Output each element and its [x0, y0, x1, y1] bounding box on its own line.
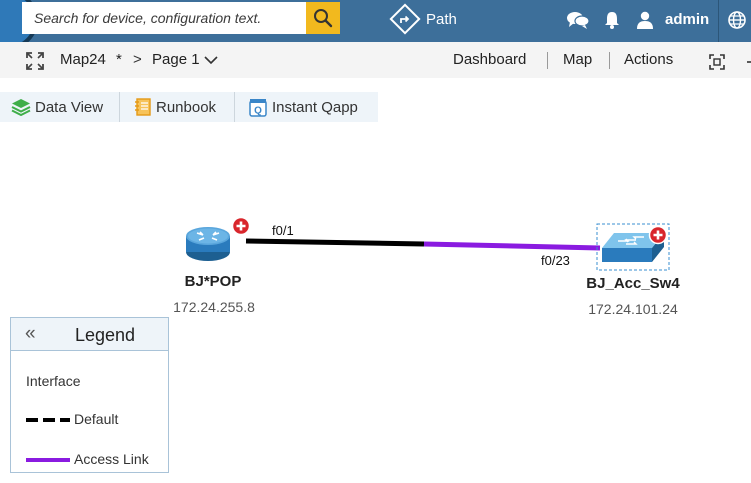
legend-label-access-link: Access Link	[74, 451, 149, 467]
device-ip-router: 172.24.255.8	[173, 299, 255, 315]
expand-icon[interactable]	[26, 52, 44, 70]
user-icon[interactable]	[634, 8, 656, 32]
legend-collapse-button[interactable]: «	[25, 323, 36, 344]
legend-title: Legend	[75, 325, 136, 345]
legend-label-default: Default	[74, 411, 119, 427]
device-name-router[interactable]: BJ*POP	[184, 273, 242, 290]
breadcrumb-page[interactable]: Page 1	[152, 51, 200, 68]
legend-section-title: Interface	[26, 373, 81, 389]
link-access-segment[interactable]	[423, 241, 601, 251]
path-label: Path	[426, 10, 457, 28]
top-bar: Path admin	[0, 0, 751, 50]
tab-label: Instant Qapp	[272, 98, 358, 116]
menu-dashboard[interactable]: Dashboard	[453, 51, 527, 68]
layers-icon	[11, 99, 31, 116]
legend-header: « Legend	[11, 318, 168, 351]
switch-alert-badge[interactable]	[648, 225, 668, 245]
router-alert-badge[interactable]	[231, 216, 251, 236]
breadcrumb-map[interactable]: Map24 *	[60, 51, 122, 68]
device-name-switch[interactable]: BJ_Acc_Sw4	[586, 275, 680, 292]
search-input[interactable]	[22, 2, 306, 34]
tab-divider	[234, 92, 235, 122]
fit-view-icon[interactable]	[709, 54, 725, 70]
chat-icon[interactable]	[565, 8, 591, 32]
search-icon	[314, 9, 333, 28]
tab-label: Data View	[35, 98, 104, 116]
legend-swatch-default	[26, 418, 70, 422]
overflow-arrow-icon[interactable]	[744, 54, 751, 70]
link-default-segment[interactable]	[245, 238, 425, 247]
menu-map[interactable]: Map	[563, 51, 593, 68]
search-box	[22, 2, 306, 34]
tab-instant-qapp[interactable]: Q Instant Qapp	[249, 92, 358, 122]
tab-divider	[119, 92, 120, 122]
qapp-icon: Q	[249, 98, 267, 117]
breadcrumb-separator: >	[133, 51, 142, 68]
path-icon	[389, 3, 421, 35]
svg-text:Q: Q	[254, 105, 262, 116]
search-button[interactable]	[306, 2, 340, 34]
interface-label-target[interactable]: f0/23	[541, 253, 570, 268]
legend-swatch-access-link	[26, 458, 70, 462]
map-name: Map24	[60, 51, 106, 68]
menu-divider	[609, 52, 610, 69]
tab-label: Runbook	[156, 98, 217, 116]
interface-label-source[interactable]: f0/1	[272, 223, 294, 238]
path-button[interactable]: Path	[389, 3, 457, 35]
bell-icon[interactable]	[602, 8, 622, 32]
chevron-down-icon[interactable]	[204, 54, 218, 66]
topbar-divider	[718, 0, 719, 42]
legend-panel: « Legend Interface Default Access Link	[10, 317, 169, 473]
globe-icon[interactable]	[726, 8, 748, 32]
book-icon	[135, 98, 151, 116]
map-toolbar: Map24 * > Page 1 Dashboard Map Actions	[0, 42, 751, 78]
tab-bar: Data View Runbook Q Instant Qapp	[0, 92, 378, 122]
device-ip-switch: 172.24.101.24	[588, 301, 678, 317]
tab-data-view[interactable]: Data View	[11, 92, 103, 122]
tab-runbook[interactable]: Runbook	[134, 92, 216, 122]
menu-divider	[547, 52, 548, 69]
menu-actions[interactable]: Actions	[624, 51, 674, 68]
user-name[interactable]: admin	[665, 11, 710, 28]
selection-box	[596, 223, 670, 271]
unsaved-marker: *	[116, 51, 122, 68]
router-icon[interactable]	[186, 227, 230, 261]
